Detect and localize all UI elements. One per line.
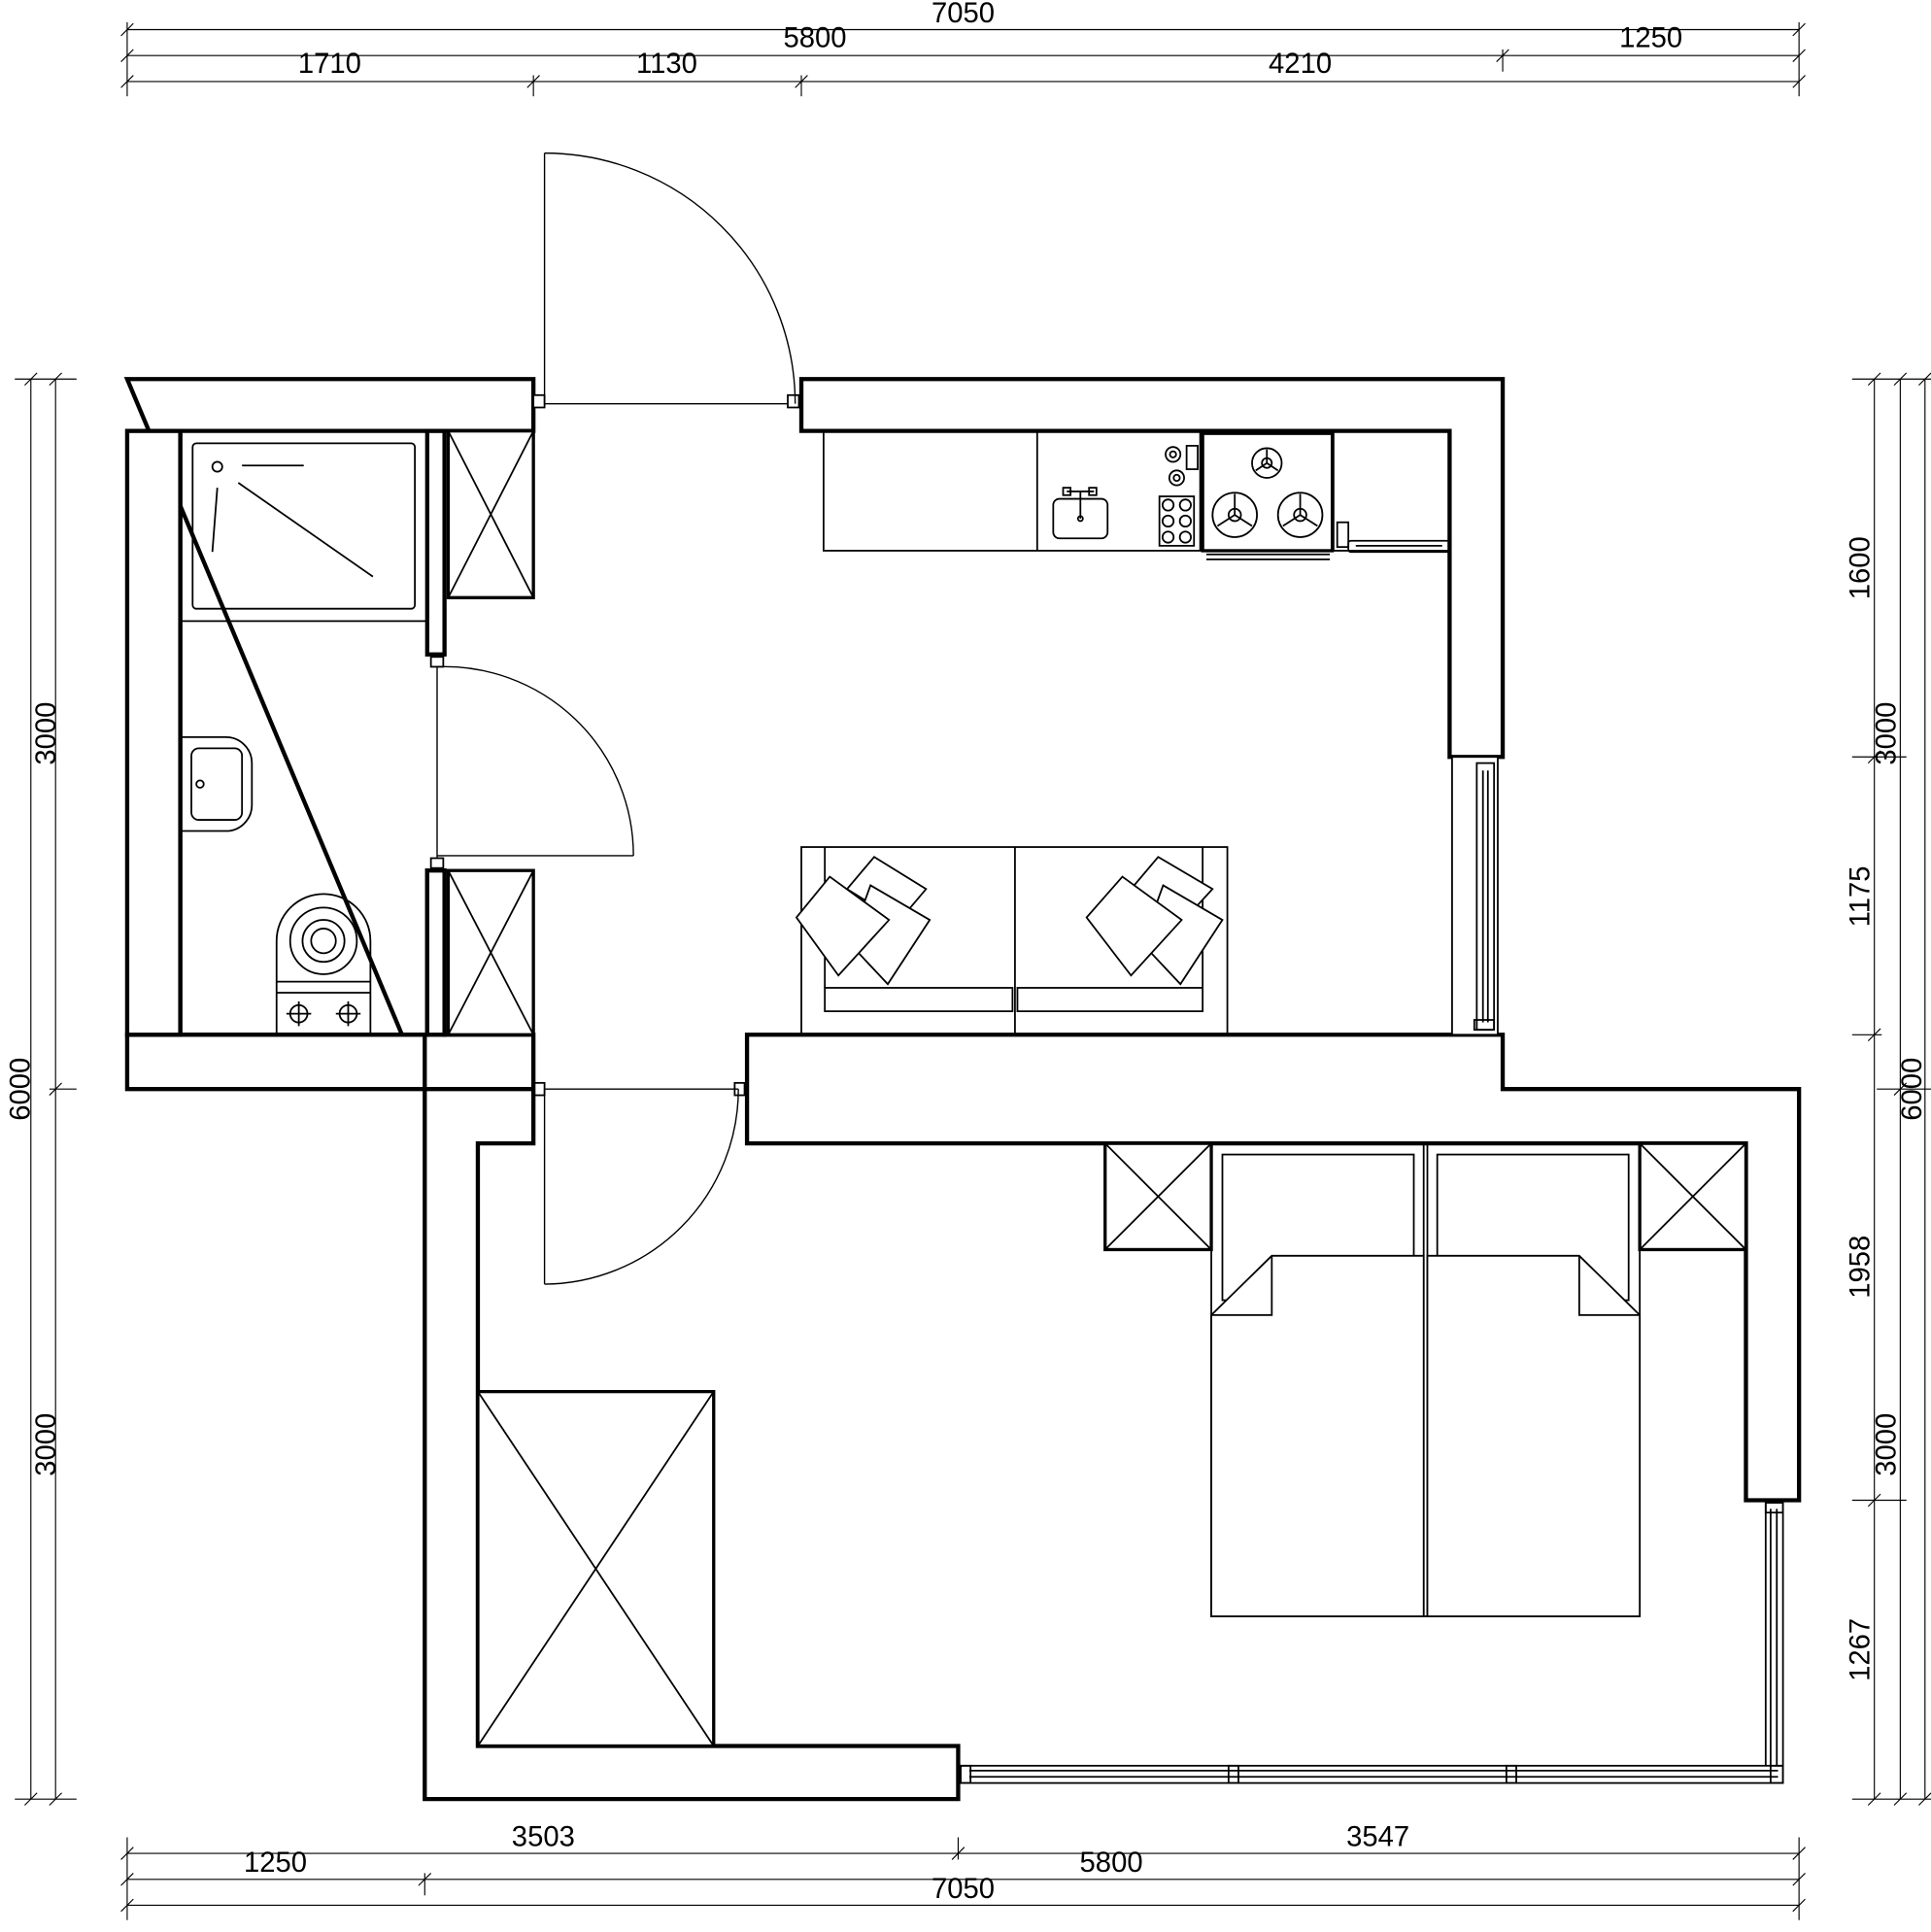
window-bedroom-bottom — [960, 1764, 1784, 1784]
dim-right-3000-top: 3000 — [1871, 702, 1902, 765]
nightstand-right — [1638, 1141, 1748, 1252]
dim-top-5800: 5800 — [783, 22, 846, 53]
nightstand-left — [1103, 1141, 1213, 1252]
entrance-door — [532, 152, 800, 409]
dim-right-1175: 1175 — [1846, 865, 1877, 927]
dim-right-1958: 1958 — [1846, 1236, 1877, 1299]
dim-bottom-1250: 1250 — [244, 1847, 307, 1879]
doors — [429, 152, 800, 1285]
dim-left-3000-top: 3000 — [31, 702, 62, 765]
window-bedroom-side — [1764, 1502, 1784, 1772]
bedroom-door — [533, 1081, 746, 1285]
window-living — [1451, 756, 1499, 1036]
dimension-lines — [15, 21, 1931, 1920]
double-bed — [1210, 1142, 1642, 1617]
closet-upper — [446, 428, 535, 599]
bathroom-partition-lower — [424, 868, 447, 1037]
kitchen-counter — [823, 429, 1451, 552]
bathroom-wall-bottom — [124, 1033, 427, 1092]
dim-right-1600: 1600 — [1846, 536, 1877, 599]
dim-left-3000-bottom: 3000 — [31, 1413, 62, 1476]
sink-icon — [1052, 487, 1109, 540]
left-wall — [124, 428, 183, 1037]
windows — [960, 756, 1784, 1784]
bathroom — [179, 429, 428, 1036]
dim-top-4210: 4210 — [1269, 49, 1332, 80]
dimension-labels: 7050 5800 1250 1710 1130 4210 3503 3547 … — [6, 0, 1928, 1905]
kitchen — [823, 429, 1451, 560]
dim-bottom-5800: 5800 — [1080, 1847, 1143, 1879]
dim-top-1710: 1710 — [298, 49, 361, 80]
walls — [123, 377, 1802, 1802]
shower-tray-inner — [191, 442, 417, 610]
dim-right-overall: 6000 — [1897, 1058, 1928, 1121]
dim-right-3000-bottom: 3000 — [1871, 1413, 1902, 1476]
stove-icon — [1201, 431, 1335, 560]
knobs-icon — [1165, 445, 1199, 487]
washbasin-icon — [180, 736, 254, 832]
cushion-icon — [795, 856, 932, 986]
dim-bottom-3547: 3547 — [1346, 1821, 1409, 1852]
dim-top-1130: 1130 — [636, 49, 697, 80]
toilet-icon — [275, 893, 372, 1036]
bathroom-partition-upper — [424, 428, 447, 657]
range-hood-icon — [1336, 521, 1451, 554]
hob-icon — [1158, 495, 1196, 547]
dim-right-1267: 1267 — [1846, 1618, 1877, 1681]
wardrobe — [476, 1389, 716, 1748]
closet-lower — [446, 868, 535, 1036]
bathroom-door — [429, 656, 634, 869]
sofa — [795, 846, 1229, 1036]
storage-units — [446, 428, 1748, 1748]
dim-bottom-overall: 7050 — [932, 1874, 995, 1905]
shower-tray — [179, 429, 428, 623]
shower-drain-icon — [211, 460, 223, 473]
dim-left-overall: 6000 — [6, 1058, 37, 1121]
dim-top-overall: 7050 — [932, 0, 995, 29]
dim-bottom-3503: 3503 — [512, 1821, 575, 1852]
dim-top-1250: 1250 — [1619, 22, 1682, 53]
cushion-icon — [1085, 856, 1224, 986]
